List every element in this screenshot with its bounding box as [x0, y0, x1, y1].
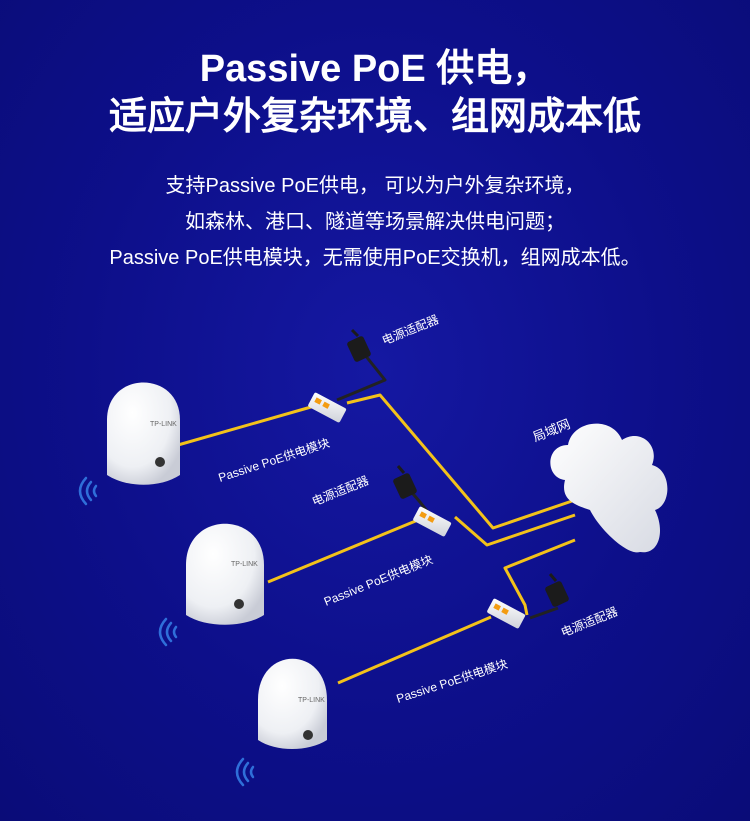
poe-module-icon-2 — [413, 506, 452, 537]
cable-ap2-to-module2 — [267, 518, 419, 584]
wifi-signal-icon-3 — [235, 757, 255, 787]
network-diagram: 局域网 电源适配器 电源适配器 电源适配器 Passive PoE供电模块 — [78, 312, 668, 787]
adapter-label-3: 电源适配器 — [559, 604, 620, 639]
description-line-3: Passive PoE供电模块，无需使用PoE交换机，组网成本低。 — [109, 247, 641, 269]
poe-module-icon-3 — [487, 598, 526, 629]
access-point-icon-3: TP-LINK — [235, 658, 327, 787]
ap-brand-logo-3: TP-LINK — [298, 697, 325, 704]
wifi-signal-icon-2 — [158, 617, 178, 647]
network-cables — [177, 354, 576, 685]
description-line-1: 支持Passive PoE供电， 可以为户外复杂环境， — [165, 175, 585, 197]
power-adapter-icon-1 — [347, 328, 371, 362]
power-cord-1 — [336, 354, 387, 402]
power-adapter-icon-2 — [393, 465, 417, 499]
lan-cloud-icon — [550, 423, 668, 553]
module-label-1: Passive PoE供电模块 — [217, 436, 332, 485]
power-adapter-icon-3 — [545, 573, 569, 607]
cable-module3-to-lan — [503, 538, 576, 616]
headline-line-2: 适应户外复杂环境、组网成本低 — [108, 96, 641, 138]
access-point-icon-1: TP-LINK — [78, 382, 180, 506]
adapter-label-1: 电源适配器 — [380, 312, 441, 347]
cable-module2-to-lan — [454, 513, 576, 547]
adapter-label-2: 电源适配器 — [310, 473, 371, 508]
access-point-icon-2: TP-LINK — [158, 523, 264, 647]
cable-ap1-to-module1 — [177, 403, 319, 447]
lan-label: 局域网 — [531, 416, 573, 445]
ap-brand-logo-2: TP-LINK — [231, 561, 258, 568]
cable-ap3-to-module3 — [337, 615, 492, 685]
description-line-2: 如森林、港口、隧道等场景解决供电问题； — [185, 211, 565, 233]
wifi-signal-icon-1 — [78, 476, 98, 506]
module-label-2: Passive PoE供电模块 — [322, 552, 435, 608]
module-label-3: Passive PoE供电模块 — [395, 657, 510, 706]
headline-line-1: Passive PoE 供电， — [199, 48, 551, 90]
poe-module-icon-1 — [308, 392, 347, 423]
power-cord-3 — [529, 606, 559, 620]
ap-brand-logo-1: TP-LINK — [150, 421, 177, 428]
cable-module1-to-lan — [346, 393, 576, 530]
